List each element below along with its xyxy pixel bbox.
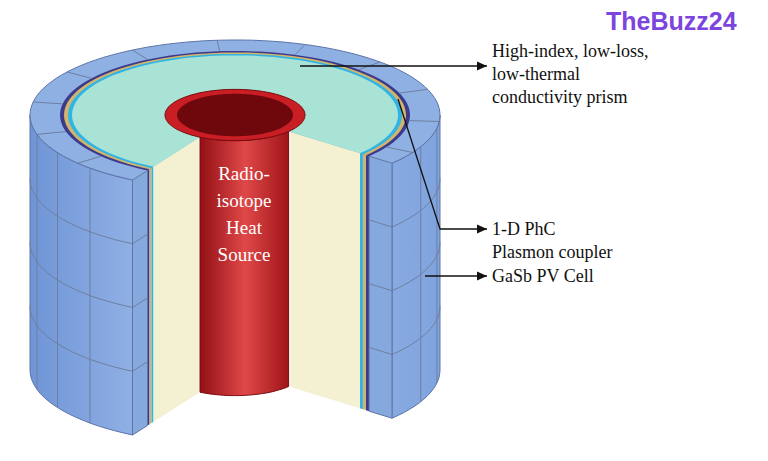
pv-tile-line xyxy=(409,120,439,122)
pv-tile-line xyxy=(37,132,66,135)
pv-tile-line xyxy=(392,306,440,354)
pv-cell-edge xyxy=(133,171,148,436)
prism-layer xyxy=(290,132,360,408)
pv-tile-line xyxy=(369,284,392,291)
pv-tile-line xyxy=(133,298,148,308)
heat-source-tube xyxy=(200,132,289,396)
pv-tile-line xyxy=(30,243,133,308)
part-label: GaSb PV Cell xyxy=(492,265,672,288)
pv-tile-line xyxy=(133,234,148,244)
coupler-layer xyxy=(360,153,363,409)
heat-source-top xyxy=(165,89,305,140)
pv-tile-line xyxy=(67,72,92,78)
pv-tile-line xyxy=(133,50,148,60)
pv-cell-layer xyxy=(133,171,148,436)
pv-tile-line xyxy=(30,306,133,371)
pv-tile-line xyxy=(33,102,63,104)
pv-tile-line xyxy=(369,220,392,227)
heat-source-bore xyxy=(177,94,293,136)
pv-cell-edge xyxy=(369,156,392,418)
pv-tile-line xyxy=(295,45,305,55)
pv-tile-line xyxy=(133,362,148,372)
pv-tile-line xyxy=(369,347,392,354)
arrowhead xyxy=(477,225,487,234)
pv-tile-line xyxy=(392,179,440,227)
arrowhead xyxy=(477,272,487,281)
pv-tile-line xyxy=(217,40,220,51)
prism-layer xyxy=(154,138,200,422)
watermark: TheBuzz24 xyxy=(606,7,762,36)
node-text: Radio- isotope Heat Source xyxy=(203,160,285,268)
pv-tile-line xyxy=(30,179,133,244)
heat-source-label-box: Radio- isotope Heat Source xyxy=(203,160,285,268)
coupler-layer xyxy=(152,167,154,423)
pv-cell-layer xyxy=(369,156,392,418)
pv-tile-line xyxy=(399,89,427,93)
part-label: 1-D PhC Plasmon coupler xyxy=(492,218,618,264)
arrowhead xyxy=(477,62,487,71)
coupler-layer xyxy=(363,154,366,410)
coupler-layer xyxy=(150,168,152,424)
part-label: High-index, low-loss, low-thermal conduc… xyxy=(492,40,666,109)
leader-line xyxy=(300,65,487,66)
pv-tile-line xyxy=(387,147,413,153)
leader-line xyxy=(398,99,487,229)
pv-tile-line xyxy=(78,156,101,163)
pv-tile-line xyxy=(392,243,440,291)
